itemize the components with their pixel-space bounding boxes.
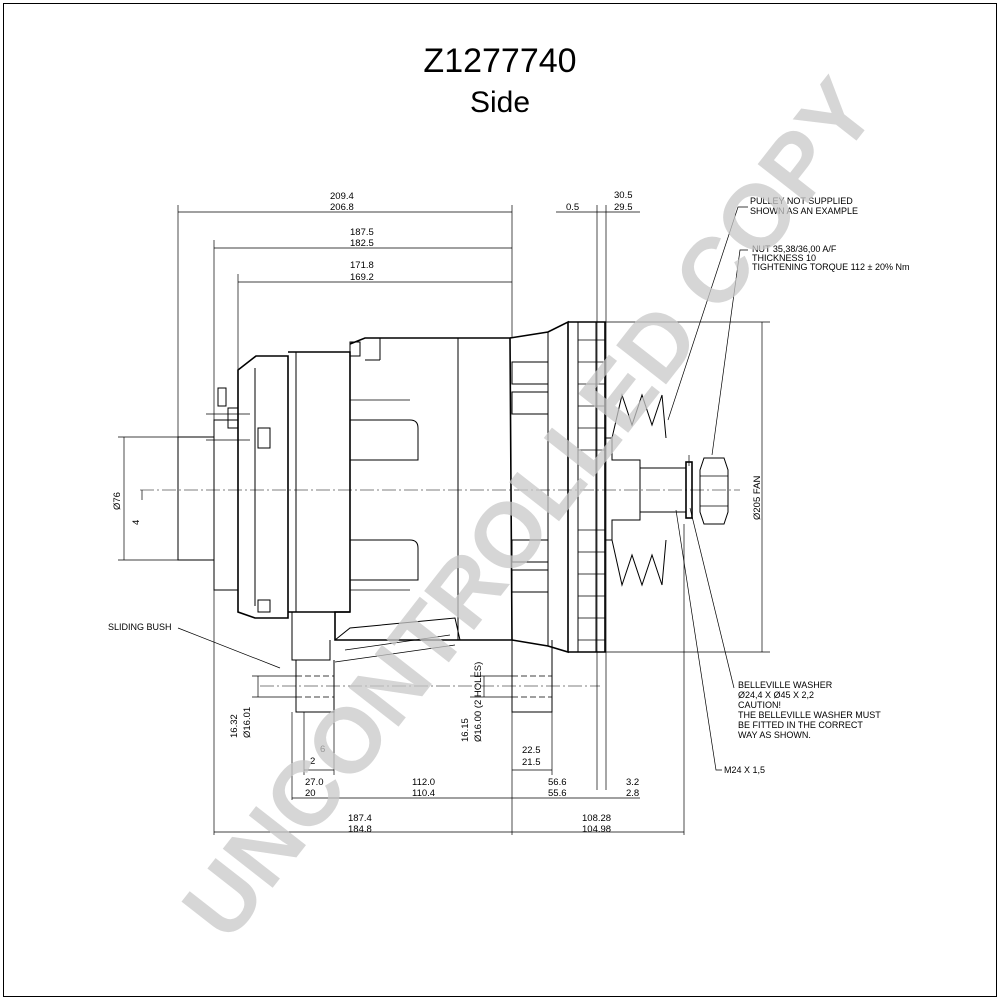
dim-bush-dia: Ø16.01 — [242, 707, 253, 738]
dim-foot-a-min: 20 — [305, 788, 316, 799]
dim-foot-a-max: 27.0 — [305, 777, 324, 788]
dim-shaft-dia: Ø76 — [112, 492, 123, 510]
alternator-body — [177, 320, 600, 713]
view-title: Side — [469, 86, 531, 119]
dim-foot-span-min: 110.4 — [412, 788, 435, 799]
dim-base-span-min: 184.8 — [348, 824, 372, 835]
dim-front-b-min: 2.8 — [626, 788, 639, 799]
dim-fan-dia: Ø205 FAN — [752, 476, 763, 520]
dim-front-b-max: 3.2 — [626, 777, 639, 788]
drawing-frame — [3, 3, 997, 997]
dim-foot-b-max: 22.5 — [522, 745, 541, 756]
note-washer-line-5: BE FITTED IN THE CORRECT — [738, 720, 863, 730]
note-pulley-line-2: SHOWN AS AN EXAMPLE — [750, 206, 858, 216]
dim-overall-c-max: 171.8 — [350, 260, 374, 271]
note-pulley-line-1: PULLEY NOT SUPPLIED — [750, 196, 853, 206]
dimension-lines — [118, 205, 770, 835]
dim-pulley-width-max: 30.5 — [614, 190, 633, 201]
note-nut-line-3: TIGHTENING TORQUE 112 ± 20% Nm — [752, 262, 909, 272]
dim-overall-b-max: 187.5 — [350, 227, 374, 238]
dim-overall-a-max: 209.4 — [330, 191, 354, 202]
uncontrolled-copy-watermark: UNCONTROLLED COPY — [163, 61, 895, 958]
dim-overall-a-min: 206.8 — [330, 202, 354, 213]
dim-hole-height: 16.15 — [460, 718, 471, 742]
note-sliding-bush: SLIDING BUSH — [108, 622, 172, 632]
note-washer-line-1: BELLEVILLE WASHER — [738, 680, 833, 690]
dim-offset: 4 — [131, 520, 142, 525]
note-washer-line-3: CAUTION! — [738, 700, 781, 710]
dim-overall-b-min: 182.5 — [350, 238, 374, 249]
dim-overall-c-min: 169.2 — [350, 272, 374, 283]
dim-foot-b-min: 21.5 — [522, 757, 541, 768]
dim-pulley-width-min: 29.5 — [614, 202, 633, 213]
note-washer-line-6: WAY AS SHOWN. — [738, 730, 811, 740]
note-thread: M24 X 1,5 — [724, 765, 765, 775]
fan-and-pulley — [568, 321, 729, 653]
dim-gap: 0.5 — [566, 202, 579, 213]
dim-small-a-1: 2 — [310, 756, 315, 767]
note-nut-line-1: NUT 35,38/36,00 A/F — [752, 244, 837, 254]
notes: PULLEY NOT SUPPLIED SHOWN AS AN EXAMPLE … — [108, 196, 909, 775]
dim-base-front-max: 108.28 — [582, 813, 611, 824]
part-number-title: Z1277740 — [423, 42, 577, 80]
dimension-values: 209.4 206.8 187.5 182.5 171.8 169.2 0.5 … — [112, 190, 763, 835]
dim-bush-height: 16.32 — [229, 714, 240, 738]
dim-hole-dia: Ø16.00 (2 HOLES) — [473, 662, 484, 742]
dim-front-a-min: 55.6 — [548, 788, 567, 799]
note-washer-line-2: Ø24,4 X Ø45 X 2,2 — [738, 690, 814, 700]
dim-base-span-max: 187.4 — [348, 813, 372, 824]
dim-base-front-min: 104.98 — [582, 824, 611, 835]
dim-small-a-2: 6 — [320, 744, 325, 755]
dim-foot-span-max: 112.0 — [412, 777, 435, 788]
dim-front-a-max: 56.6 — [548, 777, 567, 788]
note-nut-line-2: THICKNESS 10 — [752, 253, 816, 263]
note-washer-line-4: THE BELLEVILLE WASHER MUST — [738, 710, 881, 720]
